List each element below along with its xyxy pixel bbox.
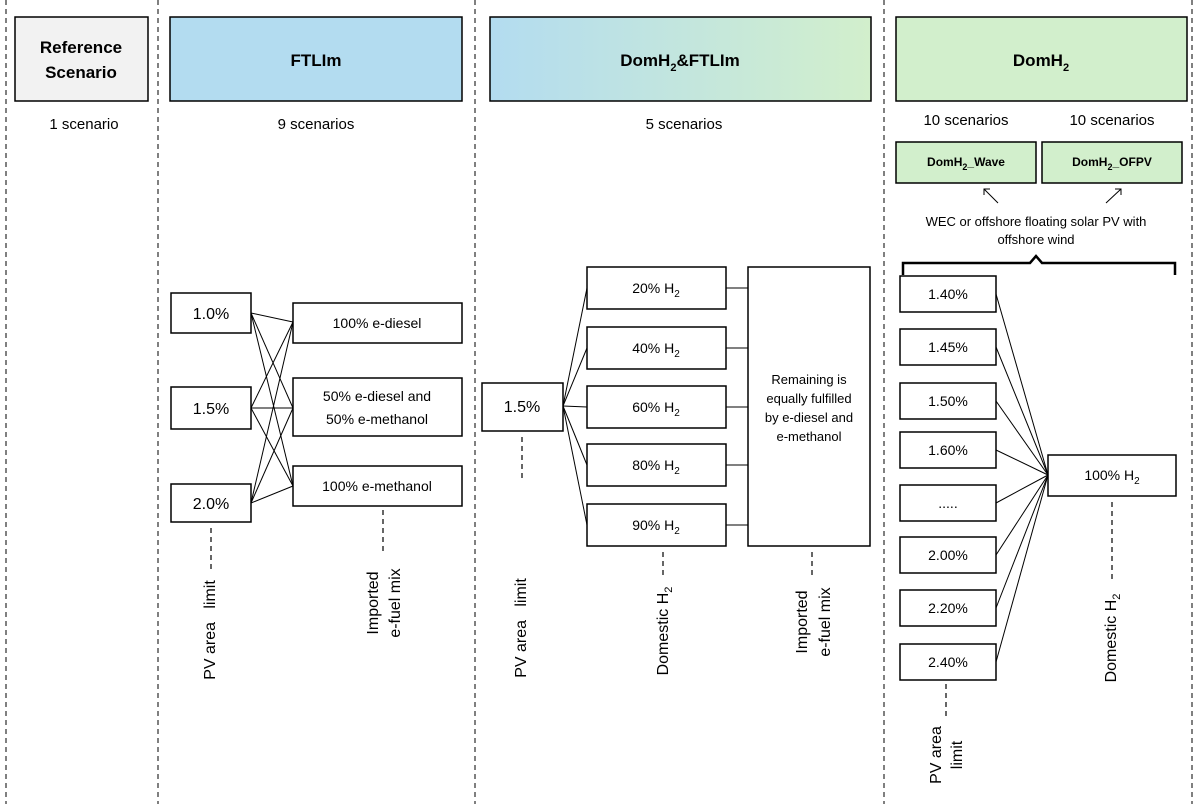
domh2-pv-option: ..... xyxy=(899,484,997,522)
svg-text:60% H2: 60% H2 xyxy=(632,399,680,419)
column-separators xyxy=(5,0,1193,804)
svg-text:e-methanol: e-methanol xyxy=(776,429,841,444)
ftlim-fuel-option: 50% e-diesel and 50% e-methanol xyxy=(292,377,463,437)
svg-text:.....: ..... xyxy=(938,495,957,511)
svg-text:DomH2_Wave: DomH2_Wave xyxy=(927,155,1005,172)
domh2-h2-box: 100% H2 xyxy=(1047,454,1177,497)
reference-title-line1: Reference xyxy=(40,38,122,57)
svg-text:1.5%: 1.5% xyxy=(504,399,540,416)
reference-count: 1 scenario xyxy=(49,116,118,133)
domftlim-fuel-label-line2: e-fuel mix xyxy=(817,587,834,656)
domftlim-h2-option: 90% H2 xyxy=(586,503,727,547)
domftlim-pv-label: PV area limit xyxy=(513,578,530,678)
svg-text:1.45%: 1.45% xyxy=(928,339,968,355)
svg-text:80% H2: 80% H2 xyxy=(632,457,680,477)
domh2-wave-box: DomH2_Wave xyxy=(895,141,1037,184)
domftlim-fuel-label-line1: Imported xyxy=(794,590,811,653)
domftlim-title: DomH2&FTLIm xyxy=(620,51,739,74)
domh2-count-wave: 10 scenarios xyxy=(923,112,1008,129)
ftlim-connectors xyxy=(250,312,294,504)
svg-text:1.40%: 1.40% xyxy=(928,286,968,302)
domftlim-column: DomH2&FTLIm 5 scenarios 1.5% 20% H2 4 xyxy=(481,16,872,678)
domftlim-h2-option: 80% H2 xyxy=(586,443,727,487)
ftlim-title: FTLIm xyxy=(291,51,342,70)
domh2-pv-option: 1.50% xyxy=(899,382,997,420)
svg-text:50% e-methanol: 50% e-methanol xyxy=(326,411,428,427)
domh2-arrow-icon xyxy=(983,188,1122,204)
svg-text:90% H2: 90% H2 xyxy=(632,517,680,537)
svg-text:100% e-diesel: 100% e-diesel xyxy=(333,315,422,331)
svg-text:1.60%: 1.60% xyxy=(928,442,968,458)
domh2-note-line1: WEC or offshore floating solar PV with xyxy=(926,214,1147,229)
ftlim-fuel-label-line1: Imported xyxy=(365,571,382,634)
svg-text:1.5%: 1.5% xyxy=(193,401,229,418)
svg-text:1.0%: 1.0% xyxy=(193,306,229,323)
svg-text:2.00%: 2.00% xyxy=(928,547,968,563)
svg-text:40% H2: 40% H2 xyxy=(632,340,680,360)
ftlim-count: 9 scenarios xyxy=(278,116,355,133)
domftlim-h2-option: 40% H2 xyxy=(586,326,727,370)
domh2-pv-option: 2.00% xyxy=(899,536,997,574)
domh2-connectors xyxy=(995,293,1049,663)
domftlim-remaining-box: Remaining is equally fulfilled by e-dies… xyxy=(747,266,871,547)
svg-text:by e-diesel and: by e-diesel and xyxy=(765,410,853,425)
svg-text:Remaining is: Remaining is xyxy=(771,372,847,387)
domh2-ofpv-box: DomH2_OFPV xyxy=(1041,141,1183,184)
domh2-column: DomH2 10 scenarios 10 scenarios DomH2_Wa… xyxy=(895,16,1188,784)
domh2-h2-label: Domestic H2 xyxy=(1103,594,1123,683)
ftlim-pv-option: 1.0% xyxy=(170,292,252,334)
reference-title-line2: Scenario xyxy=(45,63,117,82)
svg-text:equally fulfilled: equally fulfilled xyxy=(766,391,851,406)
domh2-pv-option: 2.20% xyxy=(899,589,997,627)
ftlim-header xyxy=(169,16,463,102)
ftlim-fuel-label-line2: e-fuel mix xyxy=(387,568,404,637)
domh2-count-ofpv: 10 scenarios xyxy=(1069,112,1154,129)
domftlim-h2-option: 20% H2 xyxy=(586,266,727,310)
domh2-pv-option: 2.40% xyxy=(899,643,997,681)
domh2-note-line2: offshore wind xyxy=(997,232,1074,247)
domh2-pv-label-line1: PV area xyxy=(928,726,945,784)
domftlim-header xyxy=(489,16,872,102)
domftlim-h2-label: Domestic H2 xyxy=(655,587,675,676)
ftlim-fuel-option: 100% e-diesel xyxy=(292,302,463,344)
ftlim-column: FTLIm 9 scenarios 1.0% 1.5% 2.0% xyxy=(169,16,463,680)
svg-text:2.0%: 2.0% xyxy=(193,496,229,513)
domh2-pv-option: 1.40% xyxy=(899,275,997,313)
svg-text:20% H2: 20% H2 xyxy=(632,280,680,300)
reference-header xyxy=(14,16,149,102)
domh2-pv-option: 1.60% xyxy=(899,431,997,469)
domftlim-connectors xyxy=(562,287,748,526)
svg-text:2.40%: 2.40% xyxy=(928,654,968,670)
domh2-header xyxy=(895,16,1188,102)
svg-text:2.20%: 2.20% xyxy=(928,600,968,616)
svg-text:50% e-diesel and: 50% e-diesel and xyxy=(323,388,431,404)
ftlim-pv-label: PV area limit xyxy=(202,580,219,680)
domftlim-h2-option: 60% H2 xyxy=(586,385,727,429)
svg-text:100% e-methanol: 100% e-methanol xyxy=(322,478,432,494)
domh2-pv-label-line2: limit xyxy=(949,740,966,769)
domh2-title: DomH2 xyxy=(1013,51,1069,74)
domftlim-count: 5 scenarios xyxy=(646,116,723,133)
svg-text:1.50%: 1.50% xyxy=(928,393,968,409)
ftlim-fuel-option: 100% e-methanol xyxy=(292,465,463,507)
svg-text:DomH2_OFPV: DomH2_OFPV xyxy=(1072,155,1152,172)
ftlim-pv-option: 1.5% xyxy=(170,386,252,430)
domh2-pv-option: 1.45% xyxy=(899,328,997,366)
reference-column: Reference Scenario 1 scenario xyxy=(14,16,149,133)
domftlim-pv-option: 1.5% xyxy=(481,382,564,432)
ftlim-pv-option: 2.0% xyxy=(170,483,252,523)
domh2-brace xyxy=(901,254,1177,275)
svg-text:100% H2: 100% H2 xyxy=(1084,467,1140,487)
